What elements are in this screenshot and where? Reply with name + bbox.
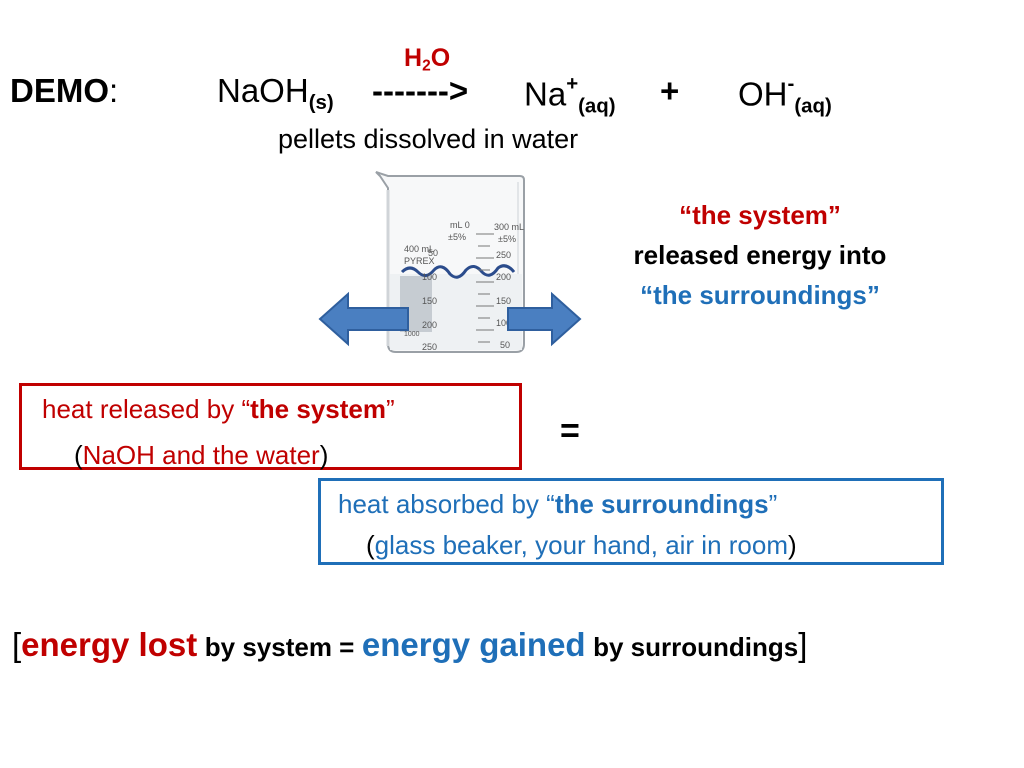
right-scale-150: 150 — [496, 296, 511, 306]
energy-summary: [energy lost by system = energy gained b… — [12, 626, 808, 663]
right-scale-250: 250 — [496, 250, 511, 260]
heat-arrow-right-icon — [507, 291, 582, 347]
product-sodium-ion: Na+(aq) — [524, 72, 616, 118]
right-scale-200: 200 — [496, 272, 511, 282]
beaker-pct-right: ±5% — [498, 234, 516, 244]
reaction-arrow: -------> — [372, 72, 469, 109]
system-note-line1: “the system” — [679, 200, 841, 230]
right-scale-100: 100 — [496, 318, 511, 328]
heat-absorbed-line1: heat absorbed by “the surroundings” — [338, 489, 778, 519]
left-scale-250: 250 — [422, 342, 437, 352]
beaker-300-mark: 300 mL — [494, 222, 524, 232]
demo-label: DEMO: — [10, 72, 119, 109]
beaker-illustration: mL 0 ±5% 300 mL ±5% 400 mL PYREX 50 100 … — [318, 171, 582, 353]
beaker-brand: PYREX — [404, 256, 435, 266]
left-scale-50: 50 — [428, 248, 438, 258]
system-note-line3: “the surroundings” — [640, 280, 880, 310]
heat-absorbed-line2: (glass beaker, your hand, air in room) — [366, 530, 797, 560]
plus-sign: + — [660, 72, 680, 109]
heat-arrow-left-icon — [318, 291, 409, 347]
heat-released-line2: (NaOH and the water) — [74, 440, 329, 470]
left-scale-200: 200 — [422, 320, 437, 330]
heat-absorbed-box — [318, 478, 944, 565]
solvent-label: H2O — [404, 44, 451, 75]
system-note-line2: released energy into — [633, 240, 887, 270]
liquid-surface-line — [400, 264, 516, 279]
pellets-caption: pellets dissolved in water — [278, 124, 579, 154]
equals-sign: = — [560, 412, 580, 450]
right-scale-50: 50 — [500, 340, 510, 350]
beaker-capacity: 400 mL — [404, 244, 434, 254]
heat-released-box — [19, 383, 522, 470]
product-hydroxide-ion: OH-(aq) — [738, 72, 832, 118]
left-scale-150: 150 — [422, 296, 437, 306]
beaker-ml-label: mL 0 — [450, 220, 470, 230]
beaker-bottom-mark: 1000 — [404, 331, 420, 338]
reactant-formula: NaOH(s) — [217, 72, 334, 115]
left-scale-100: 100 — [422, 272, 437, 282]
beaker-pct-left: ±5% — [448, 232, 466, 242]
heat-released-line1: heat released by “the system” — [42, 394, 395, 424]
